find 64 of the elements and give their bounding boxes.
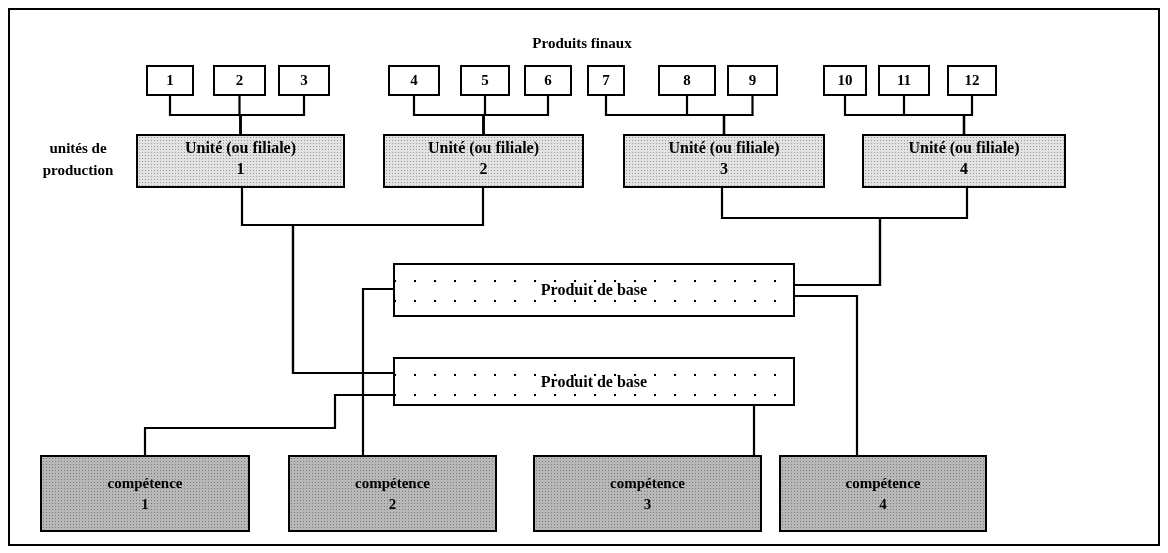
node-text: 1 xyxy=(166,71,174,91)
connector-line xyxy=(722,96,754,134)
node-text: 1 xyxy=(141,494,149,514)
product-box xyxy=(727,65,778,96)
competence-box xyxy=(533,455,762,532)
product-box xyxy=(278,65,330,96)
connector-line xyxy=(482,96,550,134)
node-text: compétence xyxy=(355,473,430,493)
node-text: 2 xyxy=(388,494,397,514)
node-text: 9 xyxy=(748,71,757,91)
connector-line xyxy=(795,294,859,455)
node-text: compétence xyxy=(845,473,921,493)
node-text: 5 xyxy=(481,71,489,91)
node-text: 3 xyxy=(720,158,728,179)
row-heading: Produits finaux xyxy=(531,34,633,53)
product-box xyxy=(460,65,510,96)
base-product-box xyxy=(393,357,795,406)
competence-box xyxy=(40,455,250,532)
competence-box xyxy=(779,455,987,532)
product-box xyxy=(146,65,194,96)
node-text: 4 xyxy=(960,158,968,179)
connector-line xyxy=(962,96,974,134)
side-label: unités de production xyxy=(41,139,115,180)
unit-box xyxy=(862,134,1066,188)
node-text: Produit de base xyxy=(540,280,648,300)
competence-box xyxy=(288,455,497,532)
product-box xyxy=(947,65,997,96)
node-text: compétence xyxy=(107,473,183,493)
product-box xyxy=(658,65,716,96)
product-box xyxy=(878,65,930,96)
connector-line xyxy=(291,188,485,375)
base-product-box xyxy=(393,263,795,317)
node-text: 7 xyxy=(602,71,610,91)
node-text: 8 xyxy=(683,71,691,91)
connector-line xyxy=(795,188,969,287)
product-box xyxy=(823,65,867,96)
unit-box xyxy=(383,134,584,188)
node-text: Unité (ou filiale) xyxy=(668,138,780,159)
node-text: 4 xyxy=(879,494,887,514)
product-box xyxy=(587,65,625,96)
node-text: 2 xyxy=(235,71,244,91)
node-text: Produit de base xyxy=(540,371,648,392)
node-text: 12 xyxy=(964,71,980,91)
product-box xyxy=(524,65,572,96)
node-text: 2 xyxy=(479,158,488,179)
node-text: Unité (ou filiale) xyxy=(184,138,297,159)
connector-line xyxy=(143,393,393,455)
node-text: compétence xyxy=(610,473,685,493)
node-text: 6 xyxy=(544,71,552,91)
product-box xyxy=(213,65,266,96)
connector-line xyxy=(752,406,756,455)
node-text: 10 xyxy=(837,71,853,91)
connector-line xyxy=(239,96,306,134)
node-text: 4 xyxy=(410,71,418,91)
node-text: Unité (ou filiale) xyxy=(427,138,540,159)
node-text: 1 xyxy=(236,158,245,179)
node-text: Unité (ou filiale) xyxy=(908,138,1020,159)
node-text: 11 xyxy=(896,71,912,91)
unit-box xyxy=(623,134,825,188)
connector-line xyxy=(361,287,393,455)
product-box xyxy=(388,65,440,96)
unit-box xyxy=(136,134,345,188)
node-text: 3 xyxy=(300,71,308,91)
node-text: 3 xyxy=(643,494,652,514)
